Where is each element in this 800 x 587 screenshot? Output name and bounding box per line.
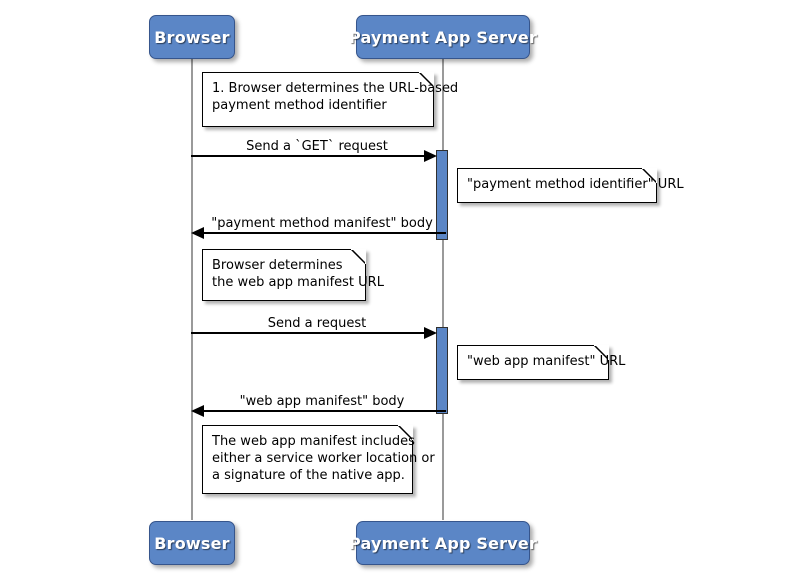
- note-web-app-manifest-url: "web app manifest" URL: [457, 345, 626, 380]
- participant-label: Payment App Server: [348, 27, 538, 47]
- participant-label: Browser: [154, 533, 230, 553]
- note-web-app-manifest-includes: The web app manifest includes either a s…: [202, 425, 435, 494]
- message-label-web-app-manifest-body: "web app manifest" body: [239, 394, 405, 409]
- note-line: "web app manifest" URL: [467, 354, 626, 369]
- lifeline-browser: [191, 58, 193, 520]
- message-line-send-a-request: [191, 332, 434, 334]
- participant-label: Browser: [154, 27, 230, 47]
- message-line-payment-method-manifest-body: [196, 232, 446, 234]
- participant-server-bottom[interactable]: Payment App Server: [349, 521, 537, 565]
- note-text: Browser determines the web app manifest …: [212, 257, 384, 291]
- note-line: payment method identifier: [212, 98, 387, 113]
- note-line: either a service worker location or: [212, 451, 435, 466]
- note-line: "payment method identifier" URL: [467, 177, 684, 192]
- note-text: 1. Browser determines the URL-based paym…: [212, 80, 459, 114]
- activation-bar-server-2: [436, 327, 448, 414]
- note-browser-determines-identifier: 1. Browser determines the URL-based paym…: [202, 72, 459, 127]
- arrowhead-right-icon: [424, 327, 437, 339]
- note-text: The web app manifest includes either a s…: [212, 433, 435, 484]
- participant-browser-bottom[interactable]: Browser: [149, 521, 235, 565]
- message-label-payment-method-manifest-body: "payment method manifest" body: [211, 216, 433, 231]
- note-line: The web app manifest includes: [212, 434, 415, 449]
- message-line-web-app-manifest-body: [196, 410, 446, 412]
- note-line: the web app manifest URL: [212, 275, 384, 290]
- activation-bar-server-1: [436, 150, 448, 240]
- note-payment-method-identifier-url: "payment method identifier" URL: [457, 168, 684, 203]
- arrowhead-right-icon: [424, 150, 437, 162]
- lifeline-server: [442, 58, 444, 520]
- participant-server-top[interactable]: Payment App Server: [349, 15, 537, 59]
- message-label-get-request: Send a `GET` request: [246, 139, 388, 154]
- note-line: 1. Browser determines the URL-based: [212, 81, 459, 96]
- arrowhead-left-icon: [191, 405, 204, 417]
- message-label-send-a-request: Send a request: [267, 316, 367, 331]
- arrowhead-left-icon: [191, 227, 204, 239]
- note-line: a signature of the native app.: [212, 468, 405, 483]
- message-line-get-request: [191, 155, 434, 157]
- note-browser-determines-manifest-url: Browser determines the web app manifest …: [202, 249, 384, 301]
- note-line: Browser determines: [212, 258, 343, 273]
- note-text: "web app manifest" URL: [467, 353, 626, 370]
- participant-label: Payment App Server: [348, 533, 538, 553]
- participant-browser-top[interactable]: Browser: [149, 15, 235, 59]
- note-text: "payment method identifier" URL: [467, 176, 684, 193]
